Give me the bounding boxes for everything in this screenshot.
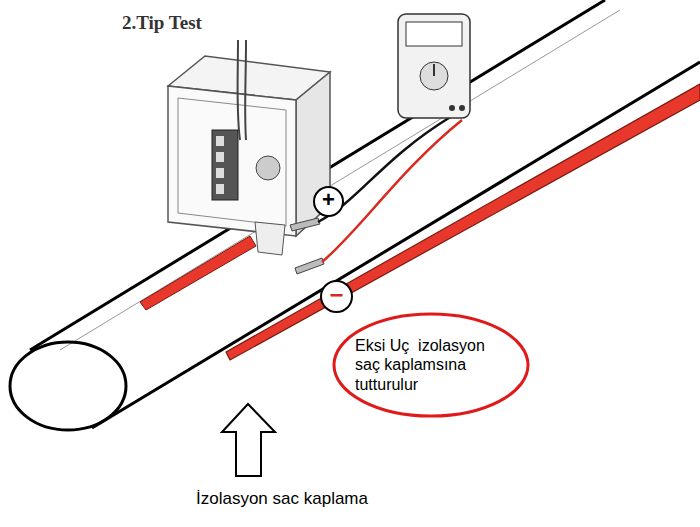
polarity-symbol: +	[312, 185, 345, 218]
junction-box	[168, 56, 330, 255]
polarity-symbol: −	[319, 279, 354, 314]
test-clip	[295, 258, 324, 274]
pipe-outline	[92, 62, 700, 428]
pointer-arrow	[222, 404, 275, 476]
diagram-title: 2.Tip Test	[122, 12, 202, 34]
supply-cable	[238, 40, 241, 140]
polarity-sign: −	[329, 281, 343, 310]
polarity-sign: +	[322, 187, 335, 213]
supply-cable	[244, 40, 247, 140]
pipe-end	[10, 342, 126, 430]
part-label: İzolasyon sac kaplama	[196, 489, 368, 509]
callout-ellipse: Eksi Uç izolasyon saç kaplamsına tutturu…	[332, 312, 530, 418]
test-clip	[290, 218, 320, 231]
pipe-outline	[30, 0, 605, 350]
multimeter	[398, 14, 470, 118]
callout-text: Eksi Uç izolasyon saç kaplamsına tutturu…	[355, 336, 507, 394]
red-test-lead	[322, 120, 462, 262]
